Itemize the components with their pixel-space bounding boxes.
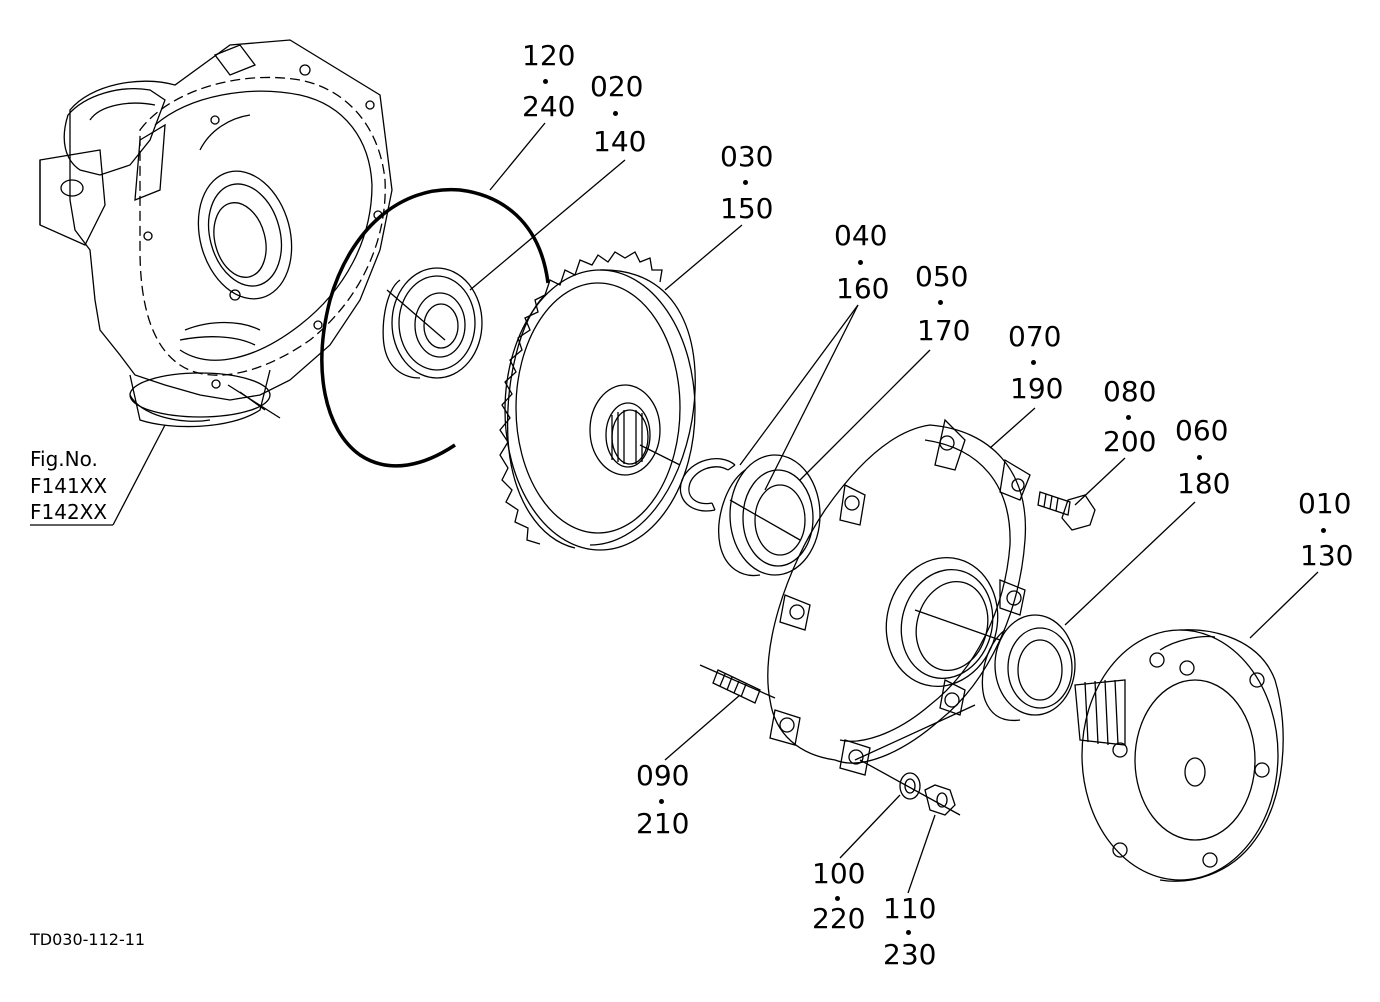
stud-bolt [700, 665, 775, 703]
fig-number-2: F142XX [30, 500, 108, 524]
callout-top-110: 110 [883, 892, 937, 925]
fig-no-label: Fig.No. [30, 447, 98, 471]
callout-bottom-180: 180 [1177, 467, 1231, 500]
callout-bottom-210: 210 [636, 807, 690, 840]
callout-dot-050 [938, 300, 943, 305]
callout-top-120: 120 [522, 39, 576, 72]
ring-gear [500, 252, 695, 550]
washer [900, 773, 920, 799]
callout-bottom-160: 160 [836, 272, 890, 305]
hex-nut [925, 785, 955, 815]
callout-top-090: 090 [636, 759, 690, 792]
callout-dot-080 [1126, 415, 1131, 420]
callout-top-080: 080 [1103, 375, 1157, 408]
callout-top-100: 100 [812, 857, 866, 890]
callout-bottom-200: 200 [1103, 425, 1157, 458]
callout-dot-120 [543, 79, 548, 84]
tapered-bearing [719, 455, 820, 576]
callout-top-070: 070 [1008, 320, 1062, 353]
center-line [860, 760, 960, 815]
callout-bottom-170: 170 [917, 314, 971, 347]
callout-bottom-240: 240 [522, 90, 576, 123]
ball-bearing [383, 268, 482, 378]
callout-dot-110 [906, 930, 911, 935]
drawing-id: TD030-112-11 [30, 930, 146, 949]
callout-top-050: 050 [915, 260, 969, 293]
bearing-cover [768, 420, 1030, 775]
callout-dot-100 [835, 896, 840, 901]
callout-dot-020 [613, 111, 618, 116]
leader-lines [30, 123, 1318, 893]
snap-ring [322, 190, 548, 466]
callout-bottom-150: 150 [720, 192, 774, 225]
callout-dot-070 [1031, 360, 1036, 365]
callout-bottom-130: 130 [1300, 539, 1354, 572]
retaining-clip [680, 459, 735, 511]
axle-flange [1075, 630, 1283, 881]
callout-dot-040 [858, 260, 863, 265]
callout-top-020: 020 [590, 70, 644, 103]
callout-top-060: 060 [1175, 414, 1229, 447]
callout-bottom-190: 190 [1010, 372, 1064, 405]
callout-bottom-230: 230 [883, 938, 937, 971]
callout-top-030: 030 [720, 140, 774, 173]
callout-dot-010 [1321, 528, 1326, 533]
callout-top-010: 010 [1298, 487, 1352, 520]
callout-bottom-140: 140 [593, 125, 647, 158]
gear-case-housing [40, 40, 392, 427]
callout-bottom-220: 220 [812, 902, 866, 935]
callout-dot-060 [1197, 455, 1202, 460]
callout-dot-090 [659, 799, 664, 804]
fig-number-1: F141XX [30, 474, 108, 498]
callout-dot-030 [743, 180, 748, 185]
callout-top-040: 040 [834, 219, 888, 252]
oil-seal [982, 615, 1075, 720]
hex-bolt [1038, 492, 1095, 530]
